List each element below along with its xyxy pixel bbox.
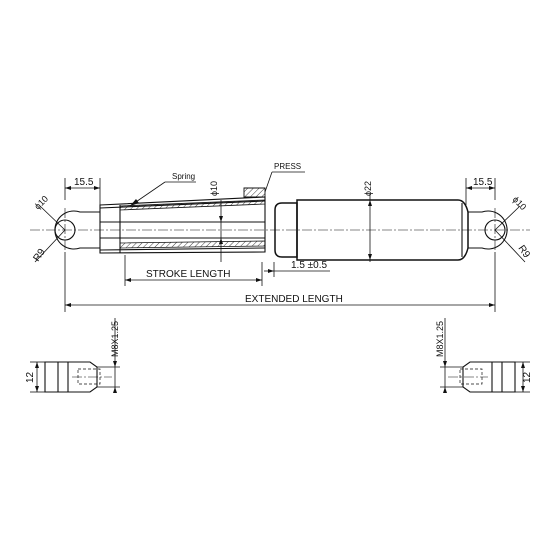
spring-label: Spring — [172, 172, 195, 181]
press-sleeve — [243, 171, 305, 198]
left-width-label: 15.5 — [74, 177, 94, 188]
rod-diameter-label: ϕ10 — [209, 181, 219, 196]
body-diameter-dimension — [368, 194, 372, 262]
right-thickness-label: 12 — [522, 371, 533, 383]
gap-dimension — [264, 262, 330, 277]
right-width-label: 15.5 — [473, 177, 493, 188]
gap-label: 1.5 ±0.5 — [291, 260, 328, 271]
left-eye-end — [34, 205, 100, 263]
body-diameter-label: ϕ22 — [363, 181, 373, 196]
spring-leader — [129, 181, 196, 207]
right-eye-end — [468, 205, 526, 263]
left-thickness-label: 12 — [25, 371, 36, 383]
press-label: PRESS — [274, 162, 301, 171]
left-eye-hole-label: ϕ10 — [32, 194, 50, 212]
spring-tube — [99, 196, 266, 254]
right-eye-radius-label: R9 — [516, 243, 533, 260]
extended-length-dimension — [64, 252, 496, 312]
rod-diameter-dimension — [219, 200, 223, 262]
right-width-dimension — [465, 178, 496, 205]
right-end-detail — [440, 318, 530, 393]
left-width-dimension — [64, 178, 101, 205]
right-thread-label: M8X1.25 — [435, 321, 445, 357]
extended-length-label: EXTENDED LENGTH — [245, 294, 343, 305]
right-eye-hole-label: ϕ10 — [511, 194, 529, 212]
stroke-length-dimension — [124, 255, 263, 286]
stroke-length-label: STROKE LENGTH — [146, 269, 230, 280]
left-thread-label: M8X1.25 — [110, 321, 120, 357]
left-eye-radius-label: R9 — [31, 247, 48, 264]
left-end-detail — [30, 318, 120, 393]
